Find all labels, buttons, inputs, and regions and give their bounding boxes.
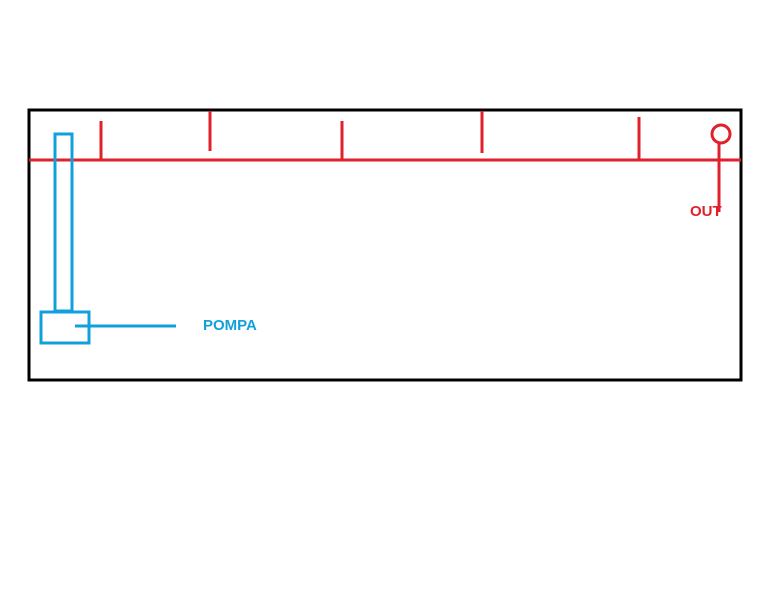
pump-assembly — [39, 132, 176, 345]
tank-frame — [27, 108, 743, 382]
pump-label: POMPA — [203, 317, 257, 334]
outlet-label: OUT — [690, 203, 722, 220]
outlet-circle-icon — [710, 123, 732, 145]
pipe-system — [29, 111, 741, 212]
